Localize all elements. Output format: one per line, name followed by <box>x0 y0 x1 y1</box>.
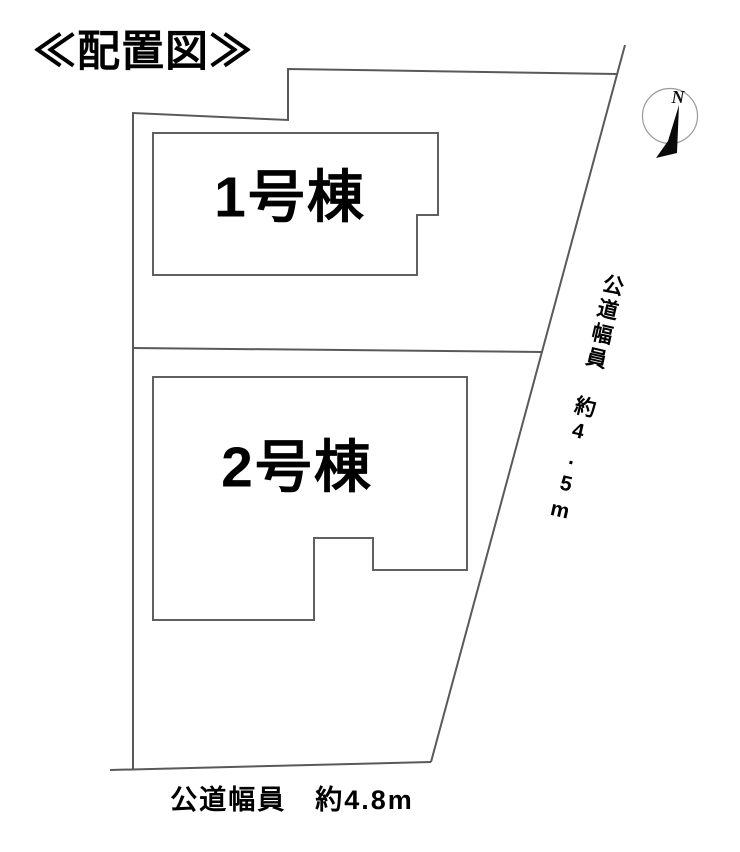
road-width-bottom-label: 公道幅員 約4.8m <box>170 785 414 815</box>
compass-needle-icon <box>656 105 679 158</box>
building-1-outline <box>152 132 439 276</box>
compass-north-label: N <box>671 87 686 107</box>
road-edge-bottom-line <box>109 761 432 771</box>
building-2-outline <box>152 376 468 621</box>
page-title: ≪配置図≫ <box>33 28 253 76</box>
building-1-label: 1号棟 <box>214 165 366 230</box>
road-edge-right-line <box>430 44 626 763</box>
lot-boundary-line <box>132 67 618 769</box>
building-2-label: 2号棟 <box>221 435 373 500</box>
lot-divider-line <box>132 347 543 353</box>
